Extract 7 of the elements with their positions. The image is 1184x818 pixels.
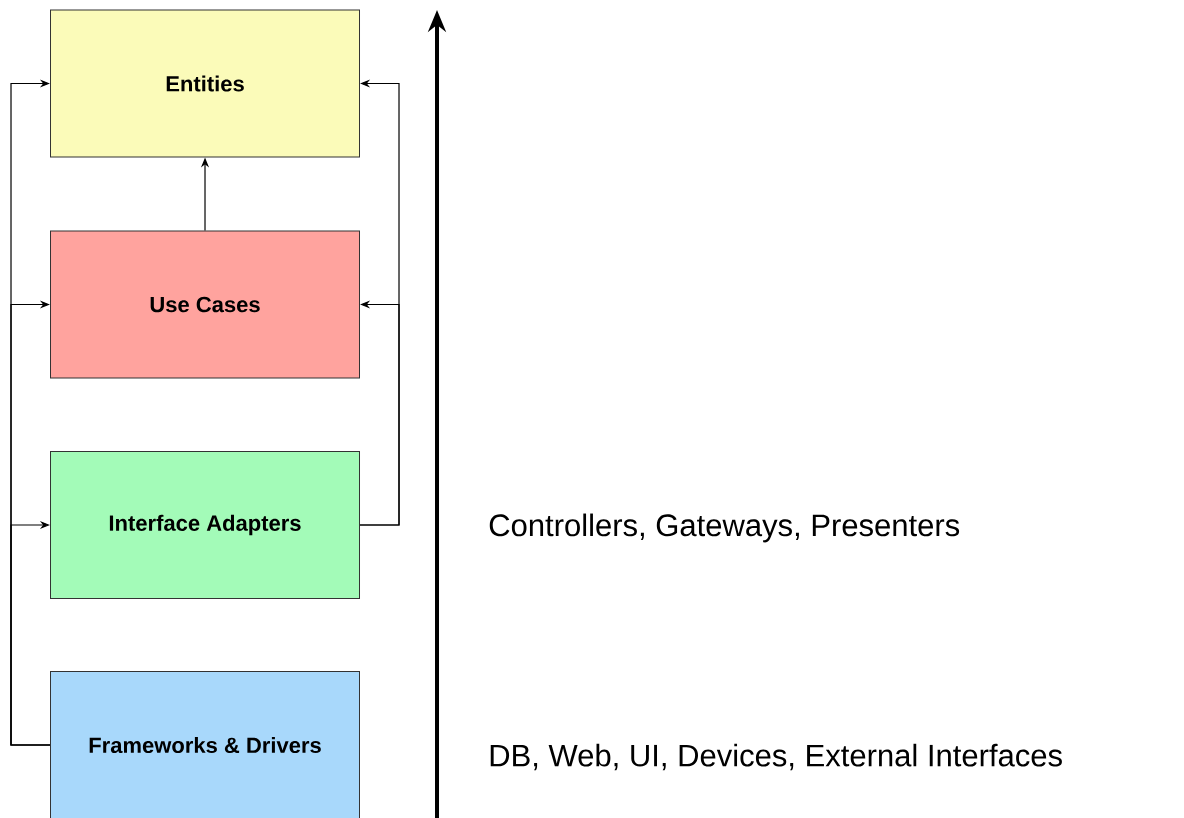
layer-box: Interface Adapters [50,451,360,599]
layer-box: Frameworks & Drivers [50,671,360,818]
layer-box: Entities [50,9,360,158]
layer-box: Use Cases [50,230,360,379]
arrow [10,520,51,746]
layer-examples: Controllers, Gateways, Presenters [489,513,960,543]
layer-examples: DB, Web, UI, Devices, External Interfaces [490,743,1062,771]
